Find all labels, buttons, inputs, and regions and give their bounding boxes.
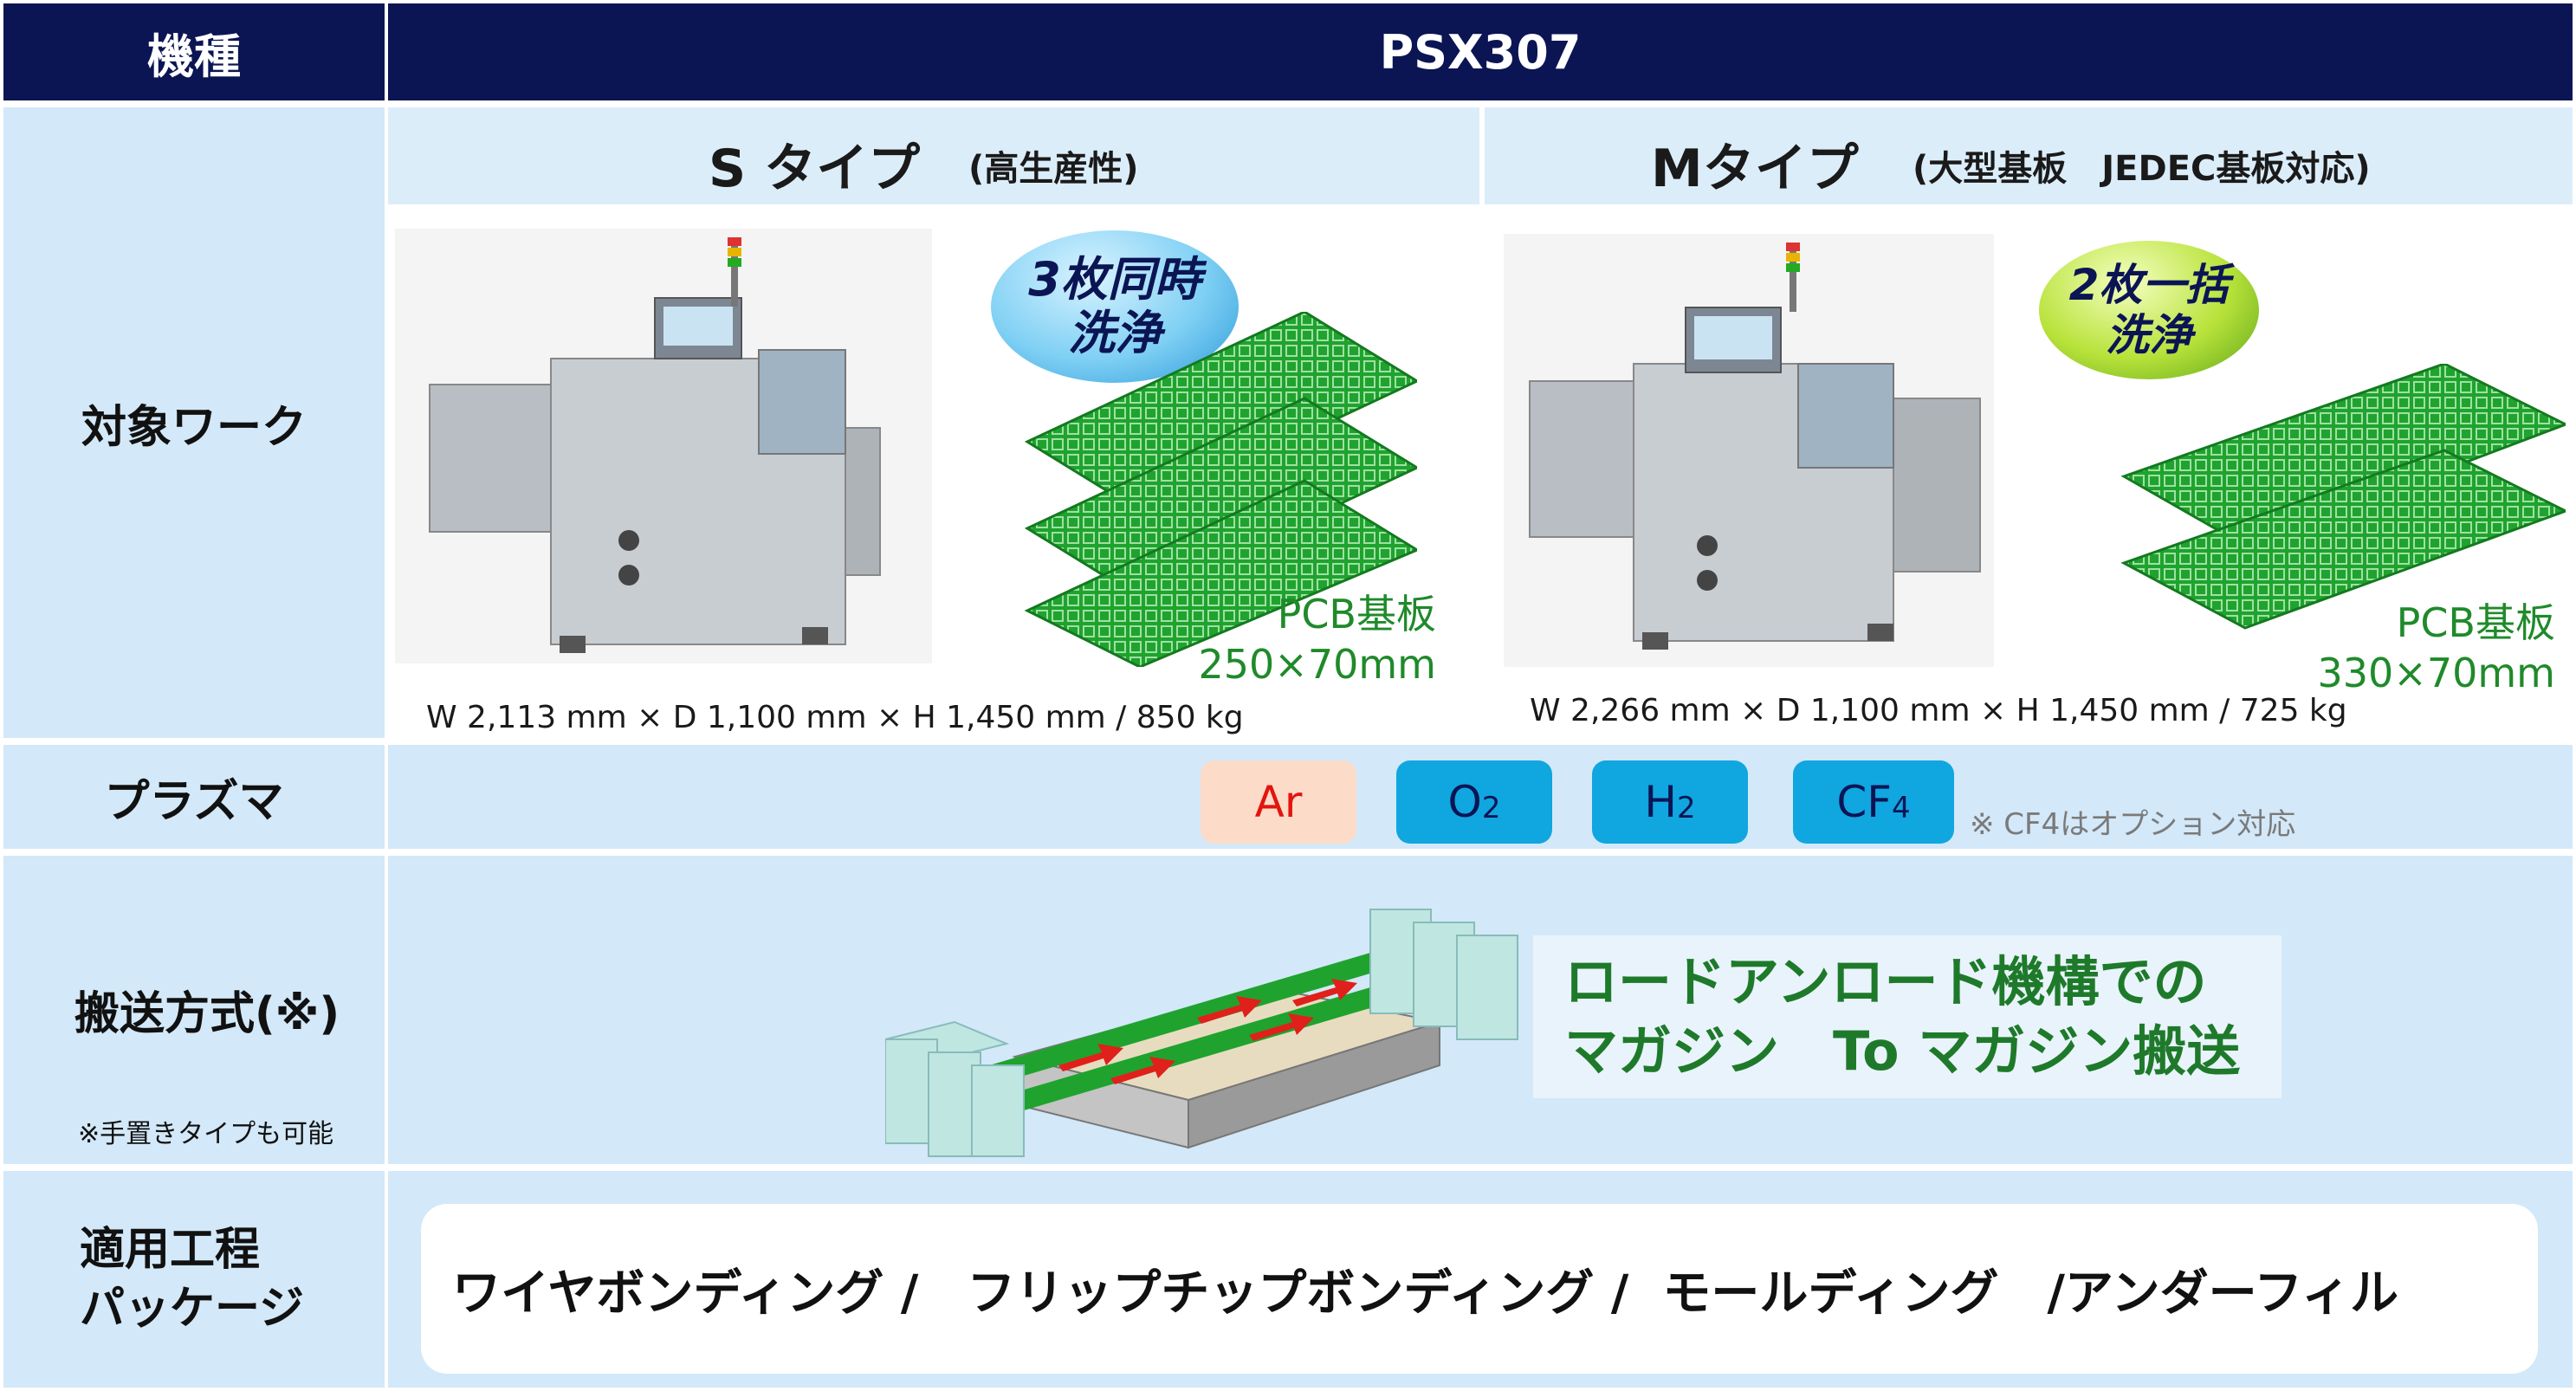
gas-chip-cf4-text: CF [1836, 777, 1893, 827]
s-type-subtitle: (高生産性) [968, 149, 1139, 189]
gas-chip-o2-sub: 2 [1481, 791, 1501, 825]
m-bubble-line2: 洗浄 [2106, 310, 2192, 360]
row-label-plasma: プラズマ [3, 745, 385, 849]
s-type-title: S タイプ [709, 139, 921, 199]
s-type-work-cell: 3枚同時 洗浄 PCB基板 250×70mm W 2,113 mm × D 1,… [388, 208, 1479, 738]
m-type-title: Mタイプ [1651, 139, 1859, 199]
transport-row-cell: ロードアンロード機構での マガジン To マガジン搬送 [388, 856, 2573, 1164]
row-label-transport-note: ※手置きタイプも可能 [78, 1119, 334, 1149]
transport-text-line2: マガジン To マガジン搬送 [1564, 1019, 2241, 1083]
gas-chip-h2-sub: 2 [1676, 791, 1696, 825]
process-items: ワイヤボンディング / フリップチップボンディング / モールディング /アンダ… [452, 1265, 2399, 1322]
process-box: ワイヤボンディング / フリップチップボンディング / モールディング /アンダ… [421, 1204, 2538, 1374]
m-bubble: 2枚一括 洗浄 [2039, 241, 2259, 379]
gas-chip-cf4-sub: 4 [1892, 791, 1911, 825]
s-bubble-line2: 洗浄 [1068, 306, 1162, 360]
row-label-plasma-text: プラズマ [104, 775, 284, 828]
process-row-cell: ワイヤボンディング / フリップチップボンディング / モールディング /アンダ… [388, 1171, 2573, 1388]
row-label-process-line1: 適用工程 [80, 1224, 261, 1276]
gas-chip-o2-text: O [1447, 777, 1482, 827]
m-type-subtitle: (大型基板 JEDEC基板対応) [1913, 149, 2371, 189]
row-label-transport-text: 搬送方式(※) [74, 988, 340, 1040]
transport-text-line1: ロードアンロード機構での [1564, 950, 2207, 1013]
row-label-process-line2: パッケージ [80, 1283, 304, 1335]
m-bubble-line1: 2枚一括 [2068, 260, 2230, 310]
s-machine-image [395, 229, 932, 663]
s-bubble: 3枚同時 洗浄 [991, 230, 1239, 383]
model-name: PSX307 [1379, 24, 1582, 80]
s-pcb-label: PCB基板 250×70mm [1185, 589, 1437, 689]
transport-diagram-image [885, 909, 1518, 1157]
row-label-work: 対象ワーク [3, 107, 385, 738]
header-label-cell: 機種 [3, 3, 385, 100]
gas-chip-ar: Ar [1201, 760, 1356, 844]
m-pcb-label: PCB基板 330×70mm [2299, 598, 2556, 698]
m-type-title-cell: Mタイプ (大型基板 JEDEC基板対応) [1485, 107, 2573, 204]
m-dimensions: W 2,266 mm × D 1,100 mm × H 1,450 mm / 7… [1530, 693, 2347, 728]
m-pcb-label-line1: PCB基板 [2396, 599, 2555, 646]
s-pcb-stack-image [1024, 312, 1417, 667]
plasma-note: ※ CF4はオプション対応 [1970, 807, 2296, 842]
s-type-title-cell: S タイプ (高生産性) [388, 107, 1479, 204]
row-label-work-text: 対象ワーク [81, 401, 307, 454]
s-dimensions: W 2,113 mm × D 1,100 mm × H 1,450 mm / 8… [426, 700, 1244, 735]
header-label: 機種 [147, 29, 241, 84]
gas-chip-h2-text: H [1644, 777, 1677, 827]
header-model-cell: PSX307 [388, 3, 2573, 100]
m-pcb-stack-image [2120, 364, 2566, 630]
transport-text-box: ロードアンロード機構での マガジン To マガジン搬送 [1533, 935, 2282, 1098]
row-label-process: 適用工程 パッケージ [3, 1171, 385, 1388]
s-pcb-label-line1: PCB基板 [1277, 591, 1436, 637]
s-pcb-label-line2: 250×70mm [1198, 641, 1437, 688]
m-pcb-label-line2: 330×70mm [2317, 650, 2556, 696]
row-label-transport: 搬送方式(※) ※手置きタイプも可能 [3, 856, 385, 1164]
m-type-work-cell: 2枚一括 洗浄 PCB基板 330×70mm W 2,266 mm × D 1,… [1485, 208, 2573, 738]
gas-chip-ar-text: Ar [1254, 777, 1303, 827]
m-machine-image [1504, 234, 1994, 667]
s-bubble-line1: 3枚同時 [1028, 252, 1201, 307]
